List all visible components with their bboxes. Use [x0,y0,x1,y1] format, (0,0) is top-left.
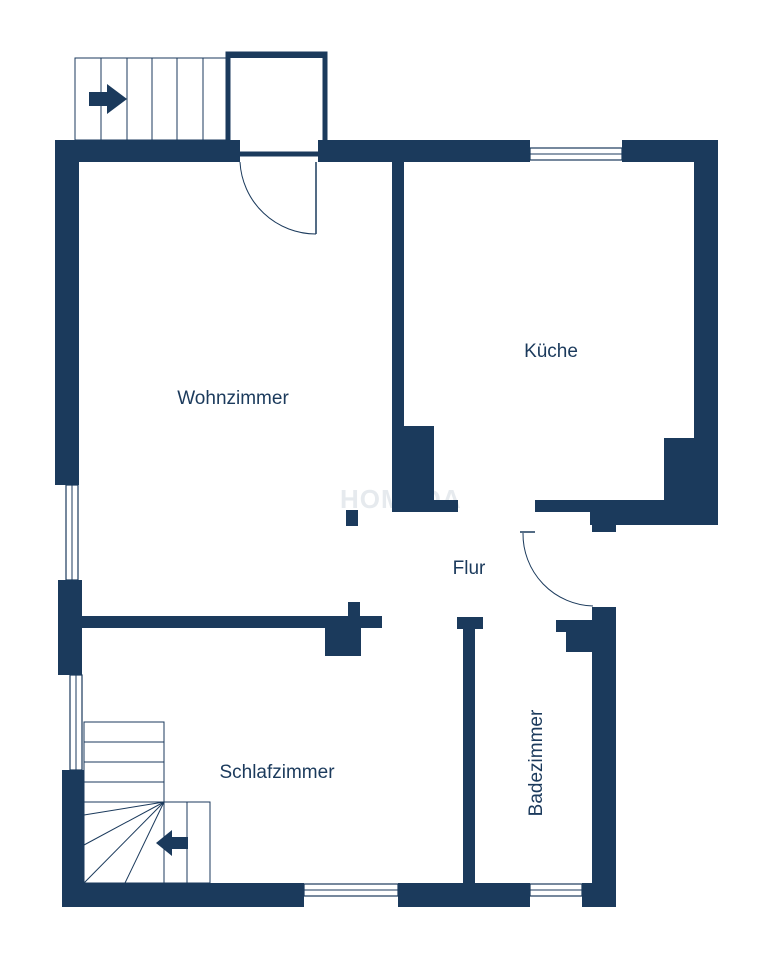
room-label-flur: Flur [453,558,486,579]
doors [239,161,594,607]
exterior-stairs [74,57,229,141]
arrow-left-icon [156,830,188,856]
room-label-badezimmer: Badezimmer [526,709,547,816]
room-label-wohnzimmer: Wohnzimmer [177,388,289,409]
interior-stairs [83,721,211,884]
entrance-porch [225,51,328,157]
windows [65,147,623,897]
exterior-walls [55,140,718,907]
room-label-kueche: Küche [524,341,578,362]
interior-walls [80,162,696,885]
arrow-right-icon [89,84,127,114]
room-labels: Wohnzimmer Küche Flur Schlafzimmer Badez… [177,341,578,816]
room-label-schlafzimmer: Schlafzimmer [219,762,335,783]
